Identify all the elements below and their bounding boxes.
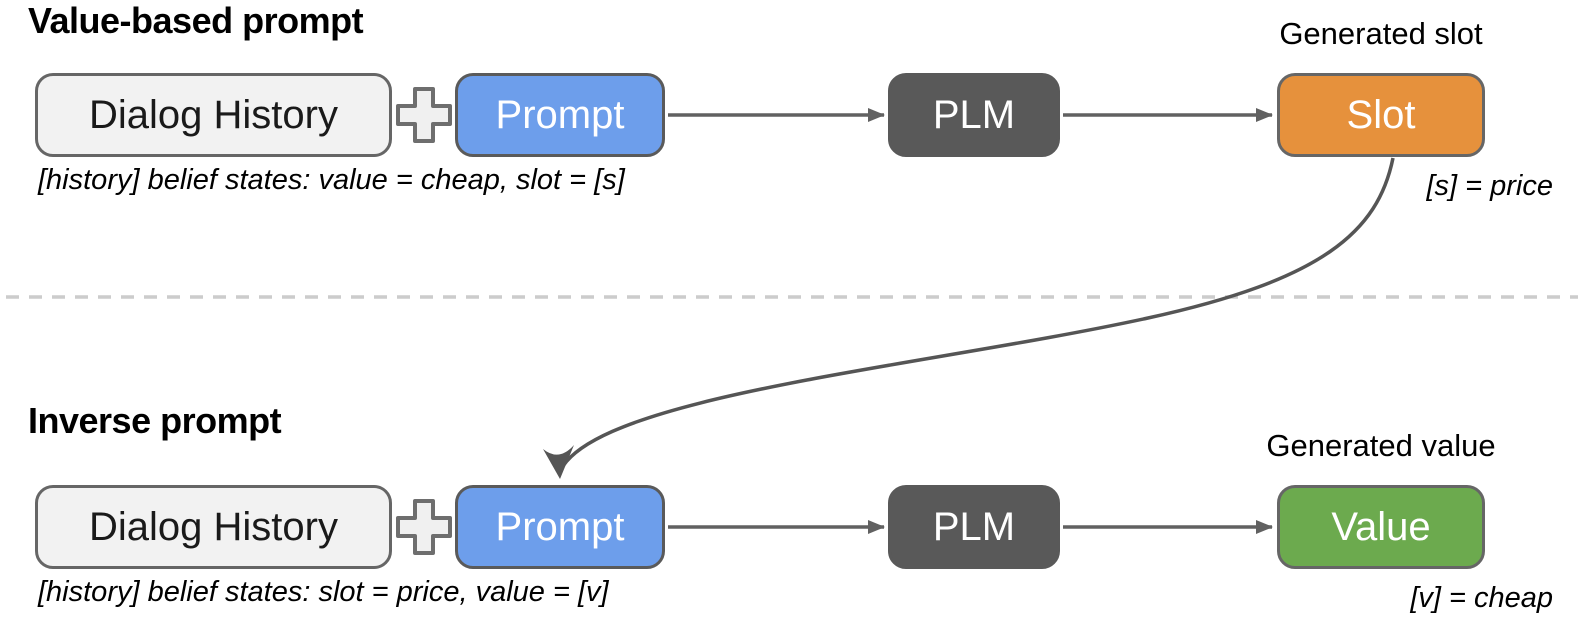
slot-result-caption: [s] = price <box>1426 170 1553 202</box>
value-box: Value <box>1277 485 1485 569</box>
section-title-inverse: Inverse prompt <box>28 400 282 441</box>
prompt-box-2: Prompt <box>455 485 665 569</box>
prompt-box-1: Prompt <box>455 73 665 157</box>
prompt-caption-1: [history] belief states: value = cheap, … <box>38 164 625 196</box>
generated-slot-label: Generated slot <box>1279 16 1483 51</box>
plm-box-1: PLM <box>888 73 1060 157</box>
plus-icon <box>396 87 452 143</box>
dialog-history-box-2: Dialog History <box>35 485 392 569</box>
plm-box-2: PLM <box>888 485 1060 569</box>
section-title-value-based: Value-based prompt <box>28 0 364 41</box>
generated-value-label: Generated value <box>1266 428 1496 463</box>
prompt-caption-2: [history] belief states: slot = price, v… <box>38 576 609 608</box>
dialog-history-box-1: Dialog History <box>35 73 392 157</box>
curve-slot-to-inverse-prompt <box>561 157 1395 467</box>
slot-box: Slot <box>1277 73 1485 157</box>
arrowhead-icon <box>543 445 574 479</box>
value-result-caption: [v] = cheap <box>1410 582 1553 614</box>
plus-icon <box>396 499 452 555</box>
